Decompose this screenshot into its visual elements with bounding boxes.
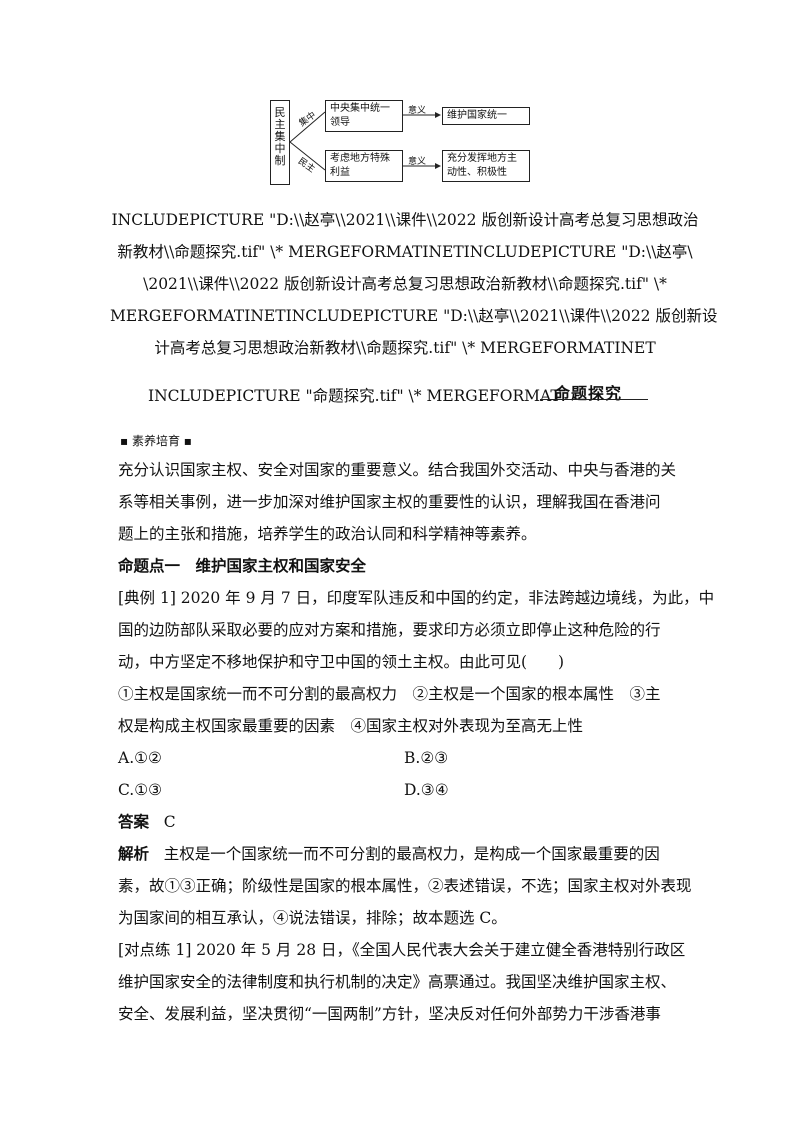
analysis-label: 解析 — [118, 845, 150, 863]
option-d: D.③④ — [404, 781, 449, 799]
option-b: B.②③ — [404, 749, 449, 767]
analysis-line-1: 解析 主权是一个国家统一而不可分割的最高权力，是构成一个国家最重要的因 — [118, 845, 660, 863]
example-line-1: [典例 1] 2020 年 9 月 7 日，印度军队违反和中国的约定，非法跨越边… — [118, 589, 715, 607]
include-line-6: INCLUDEPICTURE "命题探究.tif" \* MERGEFORMAT — [148, 387, 561, 405]
point-title: 命题点一 维护国家主权和国家安全 — [118, 557, 367, 575]
literacy-text-3: 题上的主张和措施，培养学生的政治认同和科学精神等素养。 — [118, 525, 537, 543]
top-box: 中央集中统一 领导 — [325, 100, 403, 132]
top-result-box: 维护国家统一 — [442, 107, 530, 125]
include-line-5: 计高考总复习思想政治新教材\\命题探究.tif" \* MERGEFORMATI… — [154, 339, 656, 357]
practice-line-3: 安全、发展利益，坚决贯彻“一国两制”方针，坚决反对任何外部势力干涉香港事 — [118, 1005, 661, 1023]
example-line-3: 动，中方坚定不移地保护和守卫中国的领土主权。由此可见( ) — [118, 653, 565, 671]
bottom-box: 考虑地方特殊 利益 — [325, 150, 403, 182]
practice-line-1: [对点练 1] 2020 年 5 月 28 日，《全国人民代表大会关于建立健全香… — [118, 941, 686, 959]
analysis-line-3: 为国家间的相互承认，④说法错误，排除；故本题选 C。 — [118, 909, 507, 927]
include-line-2: 新教材\\命题探究.tif" \* MERGEFORMATINETINCLUDE… — [117, 243, 693, 261]
answer: 答案 C — [118, 812, 238, 832]
example-line-2: 国的边防部队采取必要的应对方案和措施，要求印方必须立即停止这种危险的行 — [118, 621, 661, 639]
example-line-5: 权是构成主权国家最重要的因素 ④国家主权对外表现为至高无上性 — [118, 717, 584, 735]
literacy-text-1: 充分认识国家主权、安全对国家的重要意义。结合我国外交活动、中央与香港的关 — [118, 461, 677, 479]
include-line-1: INCLUDEPICTURE "D:\\赵亭\\2021\\课件\\2022 版… — [111, 211, 699, 229]
literacy-heading: ▪ 素养培育 ▪ — [120, 434, 192, 448]
diagram-connectors — [289, 111, 441, 171]
bottom-result-box: 充分发挥地方主 动性、积极性 — [442, 150, 530, 182]
answer-value: C — [163, 813, 176, 831]
meaning-label-top: 意义 — [408, 106, 427, 116]
include-line-3: \2021\\课件\\2022 版创新设计高考总复习思想政治新教材\\命题探究.… — [143, 275, 667, 293]
topic-badge: 命题探究 — [540, 380, 648, 404]
answer-label: 答案 — [118, 813, 150, 831]
practice-line-2: 维护国家安全的法律制度和执行机制的决定》高票通过。我国坚决维护国家主权、 — [118, 973, 677, 991]
include-line-4: MERGEFORMATINETINCLUDEPICTURE "D:\\赵亭\\2… — [110, 307, 718, 325]
meaning-label-bottom: 意义 — [408, 157, 427, 167]
literacy-text-2: 系等相关事例，进一步加深对维护国家主权的重要性的认识，理解我国在香港问 — [118, 493, 661, 511]
option-c: C.①③ — [118, 781, 163, 799]
example-line-4: ①主权是国家统一而不可分割的最高权力 ②主权是一个国家的根本属性 ③主 — [118, 685, 661, 703]
vertical-label-box: 民 主 集 中 制 — [270, 100, 290, 185]
analysis-line-2: 素，故①③正确；阶级性是国家的根本属性，②表述错误，不选；国家主权对外表现 — [118, 877, 692, 895]
democratic-centralism-diagram: 民 主 集 中 制 集中 民主 中央集中统一 领导 考虑地方特殊 利益 意义 意… — [270, 100, 540, 190]
option-a: A.①② — [118, 749, 162, 767]
